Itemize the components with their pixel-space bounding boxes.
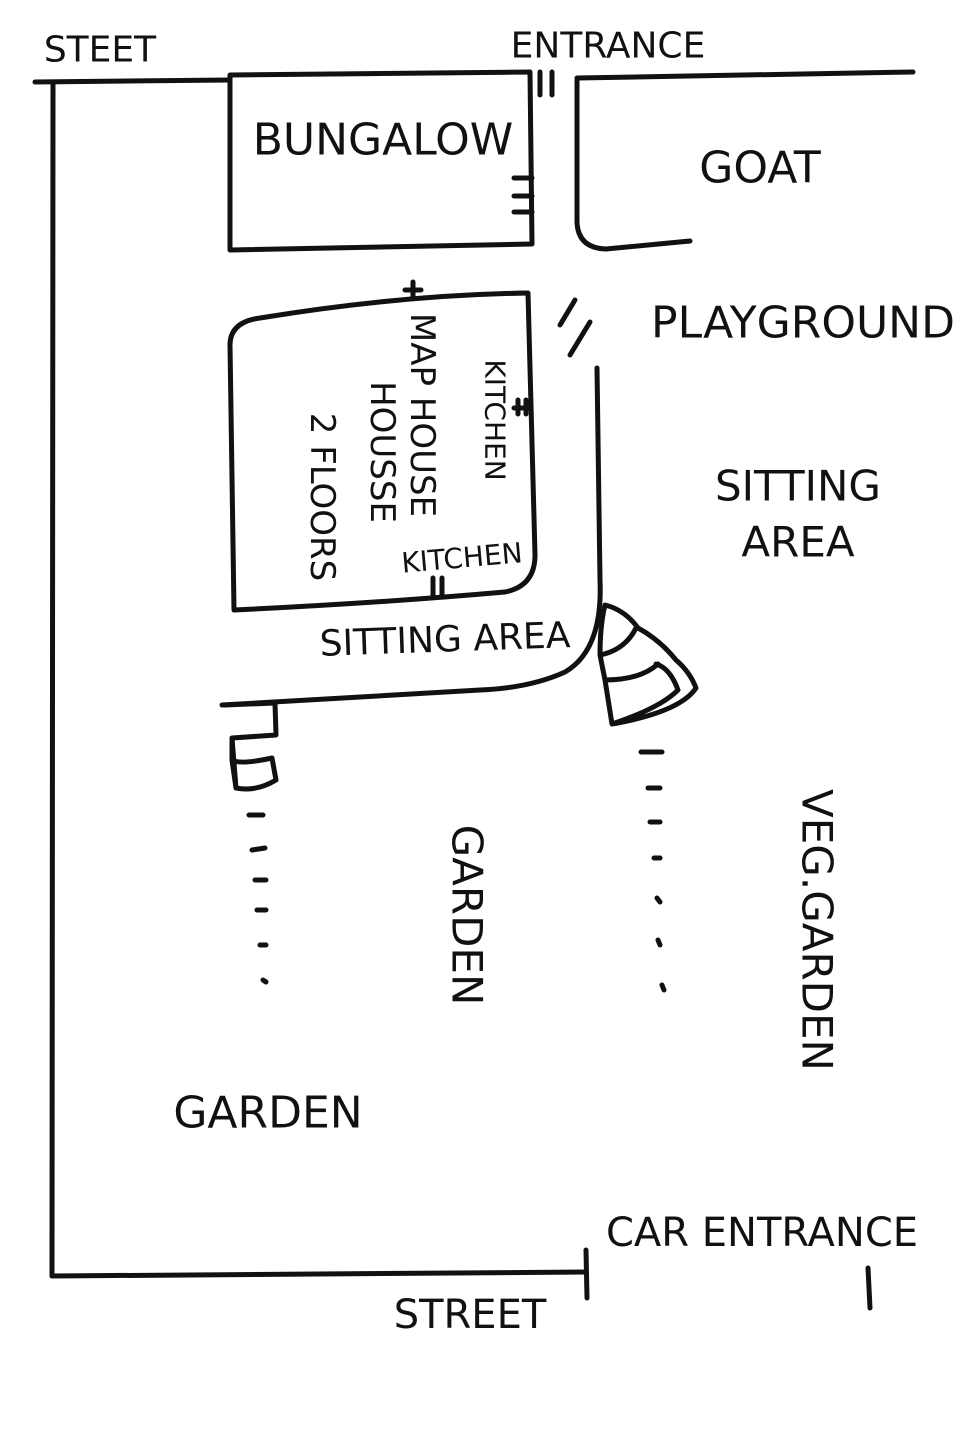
path-slashes [557,297,593,358]
label-2-floors: 2 FLOORS [302,413,342,581]
label-playground: PLAYGROUND [651,298,955,349]
label-entrance: ENTRANCE [511,26,706,67]
label-street-bottom: STREET [394,1292,547,1338]
star-mark [402,279,424,301]
bungalow-outline [227,69,535,253]
label-veg-garden: VEG.GARDEN [793,789,842,1071]
left-dotted-path [246,812,269,985]
label-garden-vertical: GARDEN [443,825,492,1006]
bungalow-door [511,175,535,215]
label-kitchen-horizontal: KITCHEN [400,536,524,579]
left-steps [222,700,279,792]
bottom-boundary-tick [583,1247,590,1301]
label-sitting-area-right-2: AREA [741,518,854,567]
main-house-outline [227,290,538,613]
bottom-boundary [49,1269,589,1279]
label-bungalow: BUNGALOW [253,115,514,166]
label-car-entrance: CAR ENTRANCE [606,1210,918,1256]
label-goat: GOAT [699,143,821,194]
right-dotted-path [638,749,667,993]
kitchen-door-bottom [430,575,445,599]
label-sitting-area-bottom: SITTING AREA [319,615,571,665]
right-steps [597,602,699,727]
car-entrance-tick [865,1265,873,1311]
sitting-area-outline [219,365,603,708]
kitchen-door-right [511,397,533,417]
label-map-house: MAP HOUSE [402,313,442,517]
label-sitting-area-right-1: SITTING [715,462,881,511]
label-street-top: STEET [44,30,157,71]
label-housse: HOUSSE [362,381,402,523]
street-top-line-left [32,77,233,85]
entrance-marks [537,69,555,98]
goat-enclosure [574,77,693,252]
street-top-line-right [574,69,916,81]
left-boundary [49,79,56,1279]
label-garden-bottom: GARDEN [173,1088,362,1139]
label-kitchen-vertical: KITCHEN [479,359,512,480]
